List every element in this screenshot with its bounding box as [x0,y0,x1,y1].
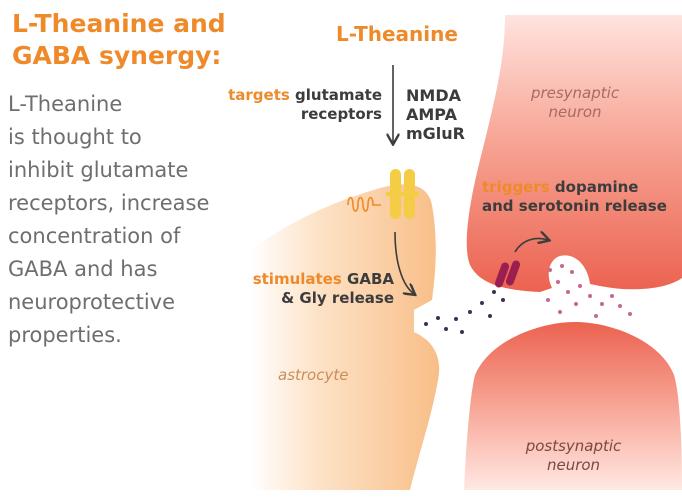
stimulates-verb: stimulates [252,270,342,288]
targets-line-1: glutamate [295,86,382,104]
trigger-arrow [514,239,548,253]
receptor-type: NMDA [406,86,461,105]
receptor-type: AMPA [406,105,457,124]
description-line: inhibit glutamate [8,158,189,182]
astrocyte-cell [250,184,440,490]
presynaptic-label: presynaptic neuron [520,84,630,122]
receptor-type: mGluR [406,124,465,143]
presynaptic-line-1: presynaptic [530,84,620,102]
heading-line-2: GABA synergy: [12,41,222,70]
dopamine-receptor [494,260,521,288]
glutamate-receptor [386,169,419,219]
stimulates-line-1: GABA [347,270,394,288]
postsynaptic-label: postsynaptic neuron [516,437,631,475]
heading-line-1: L-Theanine and [12,9,226,38]
dopamine-serotonin-dots [546,264,632,318]
targets-line-2: receptors [300,105,382,123]
targets-label: targets glutamate receptors [228,86,382,124]
presynaptic-neuron-cell [466,15,682,292]
diagram-heading: L-Theanine and GABA synergy: [12,8,226,72]
description-line: properties. [8,323,122,347]
ltheanine-molecule [347,196,381,212]
description-line: concentration of [8,224,181,248]
triggers-verb: triggers [482,178,550,196]
gaba-vesicle-dots [424,290,505,334]
triggers-label: triggers dopamine and serotonin release [482,178,667,216]
description-line: receptors, increase [8,191,210,215]
stimulates-line-2: & Gly release [281,289,394,307]
ltheanine-label: L-Theanine [336,22,458,46]
description-line: neuroprotective [8,290,176,314]
receptor-types: NMDA AMPA mGluR [406,86,465,143]
description-paragraph: L-Theanine is thought to inhibit glutama… [8,88,209,352]
targets-verb: targets [228,86,290,104]
stimulates-label: stimulates GABA & Gly release [253,270,394,308]
astrocyte-label: astrocyte [278,366,349,384]
description-line: GABA and has [8,257,158,281]
postsynaptic-neuron-cell [464,322,682,490]
triggers-line-1: dopamine [554,178,639,196]
postsynaptic-line-1: postsynaptic [525,437,622,455]
stimulates-arrow [394,231,414,294]
presynaptic-line-2: neuron [548,103,602,121]
description-line: is thought to [8,125,142,149]
description-line: L-Theanine [8,92,123,116]
postsynaptic-line-2: neuron [546,456,601,474]
triggers-line-2: and serotonin release [482,197,667,215]
